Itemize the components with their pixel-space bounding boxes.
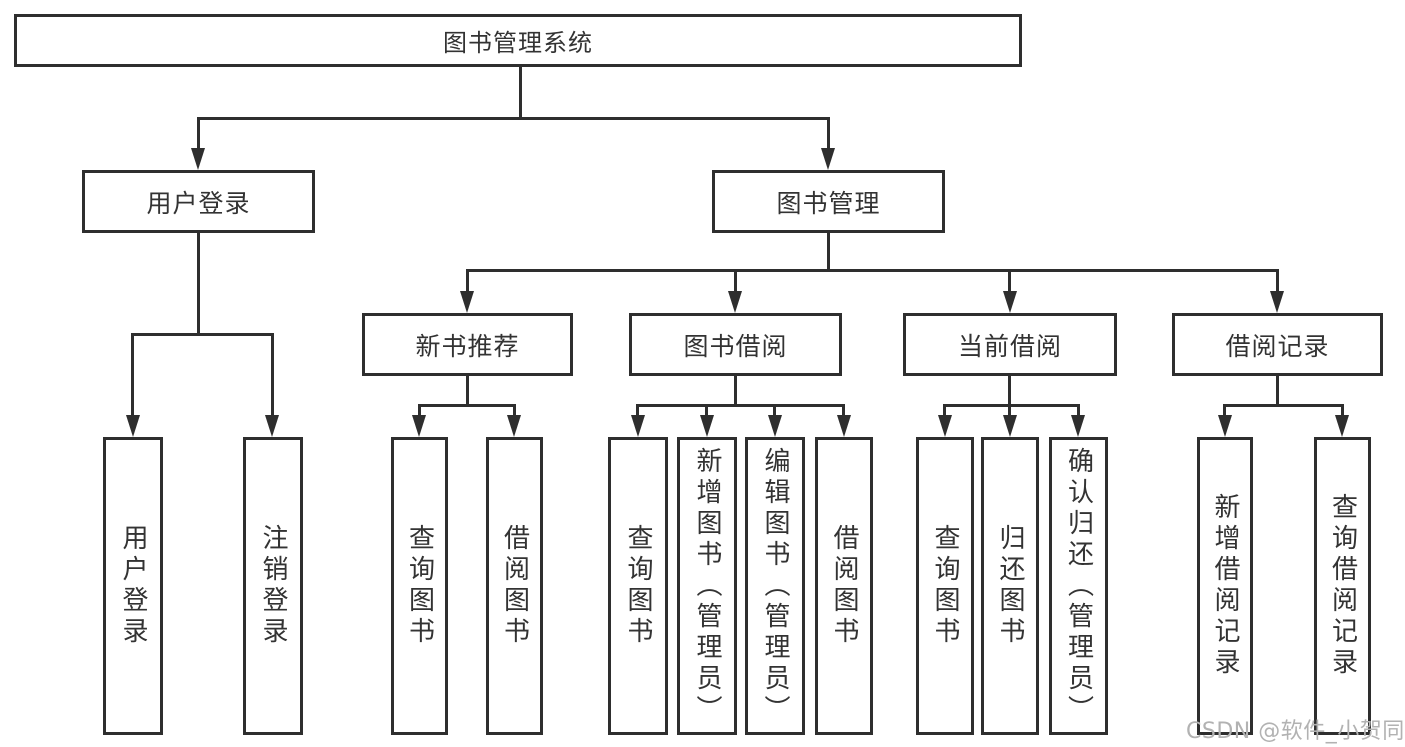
- leaf-query-books-recommend: 查询图书: [391, 437, 448, 735]
- leaf-borrow-books-borrowing: 借阅图书: [815, 437, 873, 735]
- arrow-down-icon: [265, 415, 279, 437]
- leaf-add-books-admin: 新增图书（管理员）: [677, 437, 737, 735]
- leaf-borrow-books-recommend: 借阅图书: [486, 437, 543, 735]
- arrow-down-icon: [938, 415, 952, 437]
- leaf-label: 编辑图书（管理员）: [760, 446, 790, 726]
- arrow-down-icon: [126, 415, 140, 437]
- arrow-down-icon: [1270, 291, 1284, 313]
- connector-borrowing-rail: [636, 404, 845, 407]
- arrow-down-icon: [1071, 415, 1085, 437]
- node-label: 当前借阅: [957, 331, 1062, 361]
- arrow-down-icon: [631, 415, 645, 437]
- connector-root-rail: [197, 117, 830, 120]
- leaf-label: 用户登录: [118, 524, 148, 648]
- connector-current-rail: [943, 404, 1079, 407]
- leaf-label: 新增借阅记录: [1210, 493, 1240, 679]
- node-user-login: 用户登录: [82, 170, 315, 233]
- node-label: 借阅记录: [1225, 331, 1330, 361]
- arrow-down-icon: [1335, 415, 1349, 437]
- arrow-down-icon: [821, 148, 835, 170]
- arrow-down-icon: [412, 415, 426, 437]
- connector-leaf-stem: [1077, 404, 1080, 418]
- connector-leaf-stem: [773, 404, 776, 418]
- node-book-management: 图书管理: [712, 170, 945, 233]
- connector-user-login-stem: [197, 117, 200, 150]
- connector-recommend-rail: [418, 404, 516, 407]
- connector-leaf-stem: [513, 404, 516, 418]
- node-borrowing-records: 借阅记录: [1172, 313, 1383, 376]
- connector-level3-stem: [1276, 269, 1279, 293]
- connector-level3-stem: [734, 269, 737, 293]
- arrow-down-icon: [700, 415, 714, 437]
- arrow-down-icon: [460, 291, 474, 313]
- connector-leaf-stem: [271, 333, 274, 417]
- connector-current-down: [1008, 376, 1011, 407]
- connector-book-mgmt-down: [827, 233, 830, 272]
- connector-borrowing-down: [734, 376, 737, 407]
- leaf-edit-books-admin: 编辑图书（管理员）: [745, 437, 805, 735]
- leaf-confirm-return-admin: 确认归还（管理员）: [1049, 437, 1108, 735]
- node-label: 图书管理系统: [443, 29, 593, 57]
- connector-recommend-down: [466, 376, 469, 407]
- leaf-query-books-current: 查询图书: [916, 437, 974, 735]
- connector-user-login-down: [197, 233, 200, 336]
- arrow-down-icon: [1003, 415, 1017, 437]
- arrow-down-icon: [728, 291, 742, 313]
- connector-leaf-stem: [943, 404, 946, 418]
- leaf-label: 归还图书: [995, 524, 1025, 648]
- node-book-borrowing: 图书借阅: [629, 313, 842, 376]
- arrow-down-icon: [1218, 415, 1232, 437]
- node-label: 图书借阅: [683, 331, 788, 361]
- leaf-user-login: 用户登录: [103, 437, 163, 735]
- connector-leaf-stem: [1008, 404, 1011, 418]
- node-new-book-recommendation: 新书推荐: [362, 313, 573, 376]
- connector-leaf-stem: [1341, 404, 1344, 418]
- leaf-add-borrow-record: 新增借阅记录: [1197, 437, 1253, 735]
- node-library-system: 图书管理系统: [14, 14, 1022, 67]
- connector-leaf-stem: [636, 404, 639, 418]
- leaf-logout: 注销登录: [243, 437, 303, 735]
- leaf-label: 查询图书: [623, 524, 653, 648]
- arrow-down-icon: [837, 415, 851, 437]
- leaf-label: 查询借阅记录: [1327, 493, 1358, 679]
- leaf-label: 查询图书: [404, 524, 435, 648]
- leaf-label: 借阅图书: [499, 524, 530, 648]
- arrow-down-icon: [768, 415, 782, 437]
- leaf-label: 注销登录: [258, 524, 288, 648]
- arrow-down-icon: [191, 148, 205, 170]
- node-label: 用户登录: [146, 188, 251, 218]
- connector-leaf-stem: [705, 404, 708, 418]
- connector-records-rail: [1223, 404, 1343, 407]
- connector-records-down: [1276, 376, 1279, 407]
- leaf-label: 查询图书: [930, 524, 960, 648]
- connector-leaf-stem: [842, 404, 845, 418]
- connector-leaf-stem: [131, 333, 134, 417]
- connector-user-login-rail: [131, 333, 273, 336]
- connector-book-mgmt-rail: [466, 269, 1279, 272]
- arrow-down-icon: [507, 415, 521, 437]
- watermark: CSDN @软件_小贺同学: [1186, 719, 1405, 744]
- leaf-query-borrow-record: 查询借阅记录: [1314, 437, 1371, 735]
- leaf-query-books-borrowing: 查询图书: [608, 437, 668, 735]
- node-current-borrowing: 当前借阅: [903, 313, 1117, 376]
- connector-root-stem: [519, 67, 522, 117]
- node-label: 图书管理: [776, 188, 881, 218]
- node-label: 新书推荐: [415, 331, 520, 361]
- arrow-down-icon: [1003, 291, 1017, 313]
- leaf-label: 新增图书（管理员）: [692, 446, 722, 726]
- leaf-label: 借阅图书: [829, 524, 859, 648]
- connector-level3-stem: [1008, 269, 1011, 293]
- connector-leaf-stem: [1223, 404, 1226, 418]
- connector-level3-stem: [466, 269, 469, 293]
- leaf-label: 确认归还（管理员）: [1063, 446, 1094, 726]
- connector-leaf-stem: [418, 404, 421, 418]
- leaf-return-books: 归还图书: [981, 437, 1039, 735]
- connector-book-mgmt-stem: [827, 117, 830, 150]
